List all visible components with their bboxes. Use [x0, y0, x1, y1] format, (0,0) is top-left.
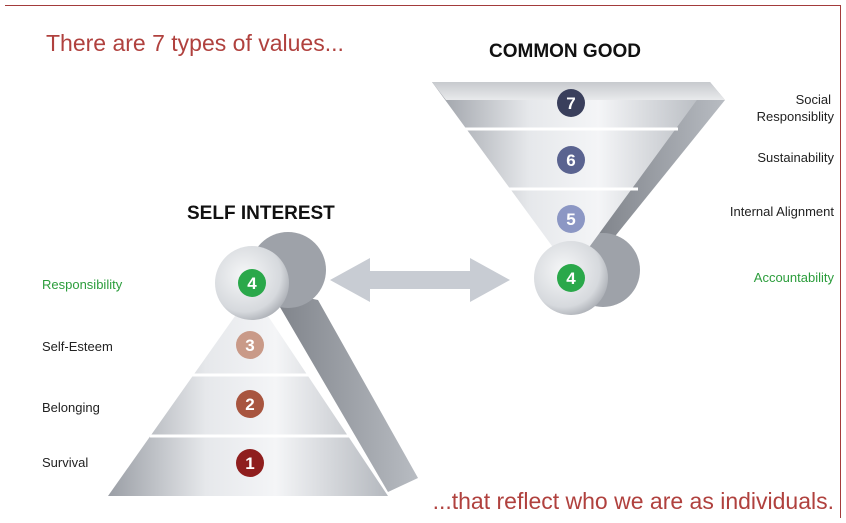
level-number: 5	[566, 210, 575, 229]
self-interest-title: SELF INTEREST	[187, 203, 335, 224]
label-social-line2: Responsiblity	[756, 109, 834, 124]
level-number: 2	[245, 395, 254, 414]
funnel-top	[432, 82, 725, 100]
double-arrow	[330, 258, 510, 302]
self-interest-badges: 4 3 2 1	[236, 269, 266, 477]
level-number: 7	[566, 94, 575, 113]
level-number: 4	[247, 274, 257, 293]
border-frame	[5, 5, 841, 518]
label-belonging: Belonging	[42, 400, 100, 415]
level-number: 3	[245, 336, 254, 355]
label-responsibility: Responsibility	[42, 277, 123, 292]
level-badge	[236, 331, 264, 359]
funnel-side	[590, 82, 725, 240]
pyramid-side	[270, 290, 418, 492]
label-sustainability: Sustainability	[757, 150, 834, 165]
level-badge	[238, 269, 266, 297]
label-survival: Survival	[42, 455, 89, 470]
common-good-title: COMMON GOOD	[489, 41, 641, 62]
level-number: 6	[566, 151, 575, 170]
headline-bottom: ...that reflect who we are as individual…	[432, 488, 834, 514]
label-social-line1: Social	[795, 92, 831, 107]
label-internal-alignment: Internal Alignment	[729, 204, 834, 219]
level-badge	[557, 205, 585, 233]
level-badge	[557, 89, 585, 117]
common-good-funnel	[432, 82, 725, 315]
common-good-badges: 7 6 5 4	[557, 89, 585, 292]
level-badge	[557, 264, 585, 292]
label-self-esteem: Self-Esteem	[42, 339, 113, 354]
level-badge	[557, 146, 585, 174]
level-badge	[236, 449, 264, 477]
label-accountability: Accountability	[753, 270, 834, 285]
level-badge	[236, 390, 264, 418]
level-number: 4	[566, 269, 576, 288]
label-social-responsibility: Social Responsiblity	[757, 91, 834, 125]
level-number: 1	[245, 454, 254, 473]
headline-top: There are 7 types of values...	[46, 30, 344, 56]
